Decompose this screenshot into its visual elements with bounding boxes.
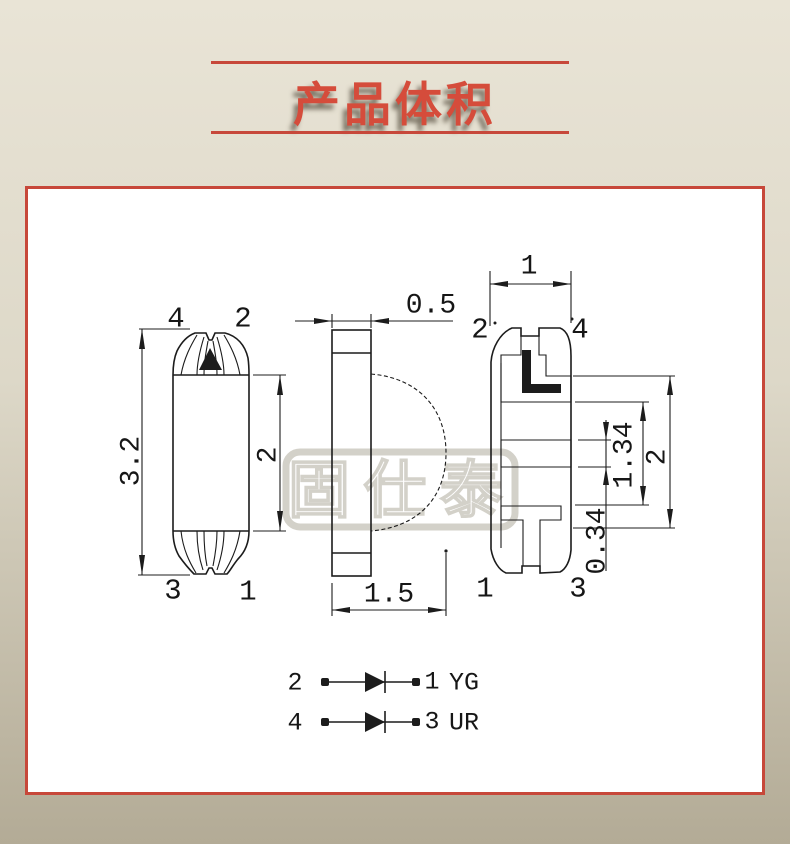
side-overall-width-label: 1.5 <box>364 580 414 611</box>
section-l-marker <box>522 350 561 393</box>
diode-row-ur: 4 3 UR <box>287 708 479 738</box>
leader-dot <box>570 317 574 321</box>
side-top-width-label: 0.5 <box>406 291 456 322</box>
front-view: 3.2 2 4 2 3 1 <box>117 303 286 609</box>
front-pin-1-label: 1 <box>239 576 256 609</box>
terminal-dot <box>412 678 420 686</box>
front-body-height-label: 2 <box>254 447 285 464</box>
arrowhead <box>371 318 389 324</box>
polarity-triangle-marker <box>199 348 222 370</box>
pin-circuit-diagram: 2 1 YG 4 3 UR <box>287 668 479 738</box>
section-right-extension-lines <box>573 375 675 529</box>
front-pin-3-label: 3 <box>164 575 181 608</box>
cathode-pin-label: 3 <box>424 708 439 737</box>
arrowhead <box>490 281 508 287</box>
emitter-color-label: YG <box>449 669 479 698</box>
watermark-frame <box>282 448 519 531</box>
arrowhead <box>277 511 283 531</box>
arrowhead <box>667 509 673 528</box>
front-bottom-lead-curves <box>180 530 241 574</box>
anode-pin-label: 2 <box>287 669 302 698</box>
terminal-dot <box>412 718 420 726</box>
section-top-extension-lines <box>489 271 572 326</box>
arrowhead <box>332 607 350 613</box>
arrowhead <box>667 376 673 395</box>
watermark: 固仕泰 <box>282 448 519 531</box>
arrowhead <box>139 329 145 349</box>
arrowhead <box>603 422 609 440</box>
section-body-height-label: 2 <box>643 449 674 466</box>
section-pin-4-label: 4 <box>571 314 588 347</box>
front-body-lines <box>173 374 249 532</box>
anode-pin-label: 4 <box>287 709 302 738</box>
arrowhead <box>640 486 646 505</box>
front-overall-height-label: 3.2 <box>117 436 148 486</box>
section-outline <box>490 327 572 574</box>
side-lens-dome <box>370 373 447 532</box>
arrowhead <box>603 467 609 485</box>
title-rule-top <box>211 61 569 64</box>
drawing-panel: 固仕泰 3.2 2 4 2 3 1 <box>25 186 765 795</box>
diode-triangle-icon <box>365 712 385 732</box>
front-height-extension-lines <box>138 328 190 576</box>
side-body-lines <box>332 352 371 554</box>
section-top-width-label: 1 <box>521 252 538 283</box>
arrowhead <box>640 402 646 421</box>
diode-row-yg: 2 1 YG <box>287 668 479 698</box>
section-pad-span-label: 1.34 <box>610 421 641 488</box>
side-view: 0.5 1.5 <box>295 291 456 616</box>
section-pin-2-label: 2 <box>471 314 488 347</box>
front-pin-4-label: 4 <box>167 303 184 336</box>
section-lower-cavity <box>500 505 562 567</box>
cathode-pin-label: 1 <box>424 668 439 697</box>
arrowhead <box>553 281 571 287</box>
title-rule-bottom <box>211 131 569 134</box>
section-view: 1 2 4 1 3 0.34 1.34 2 <box>471 252 675 606</box>
arrowhead <box>139 555 145 575</box>
front-pin-2-label: 2 <box>234 303 251 336</box>
section-pin-3-label: 3 <box>569 573 586 606</box>
page-title: 产品体积 <box>293 78 497 131</box>
front-outline <box>172 332 250 575</box>
diode-triangle-icon <box>365 672 385 692</box>
arrowhead <box>314 318 332 324</box>
side-body <box>331 329 372 577</box>
arrowhead <box>277 375 283 395</box>
arrowhead <box>428 607 446 613</box>
leader-dot <box>493 321 497 325</box>
watermark-text: 固仕泰 <box>288 457 516 526</box>
dimension-drawing: 固仕泰 3.2 2 4 2 3 1 <box>117 252 675 738</box>
section-pin-1-label: 1 <box>476 573 493 606</box>
emitter-color-label: UR <box>449 709 479 738</box>
section-upper-cavity <box>500 335 572 403</box>
extension-dot <box>444 549 448 553</box>
section-pad-gap-label: 0.34 <box>583 507 614 574</box>
